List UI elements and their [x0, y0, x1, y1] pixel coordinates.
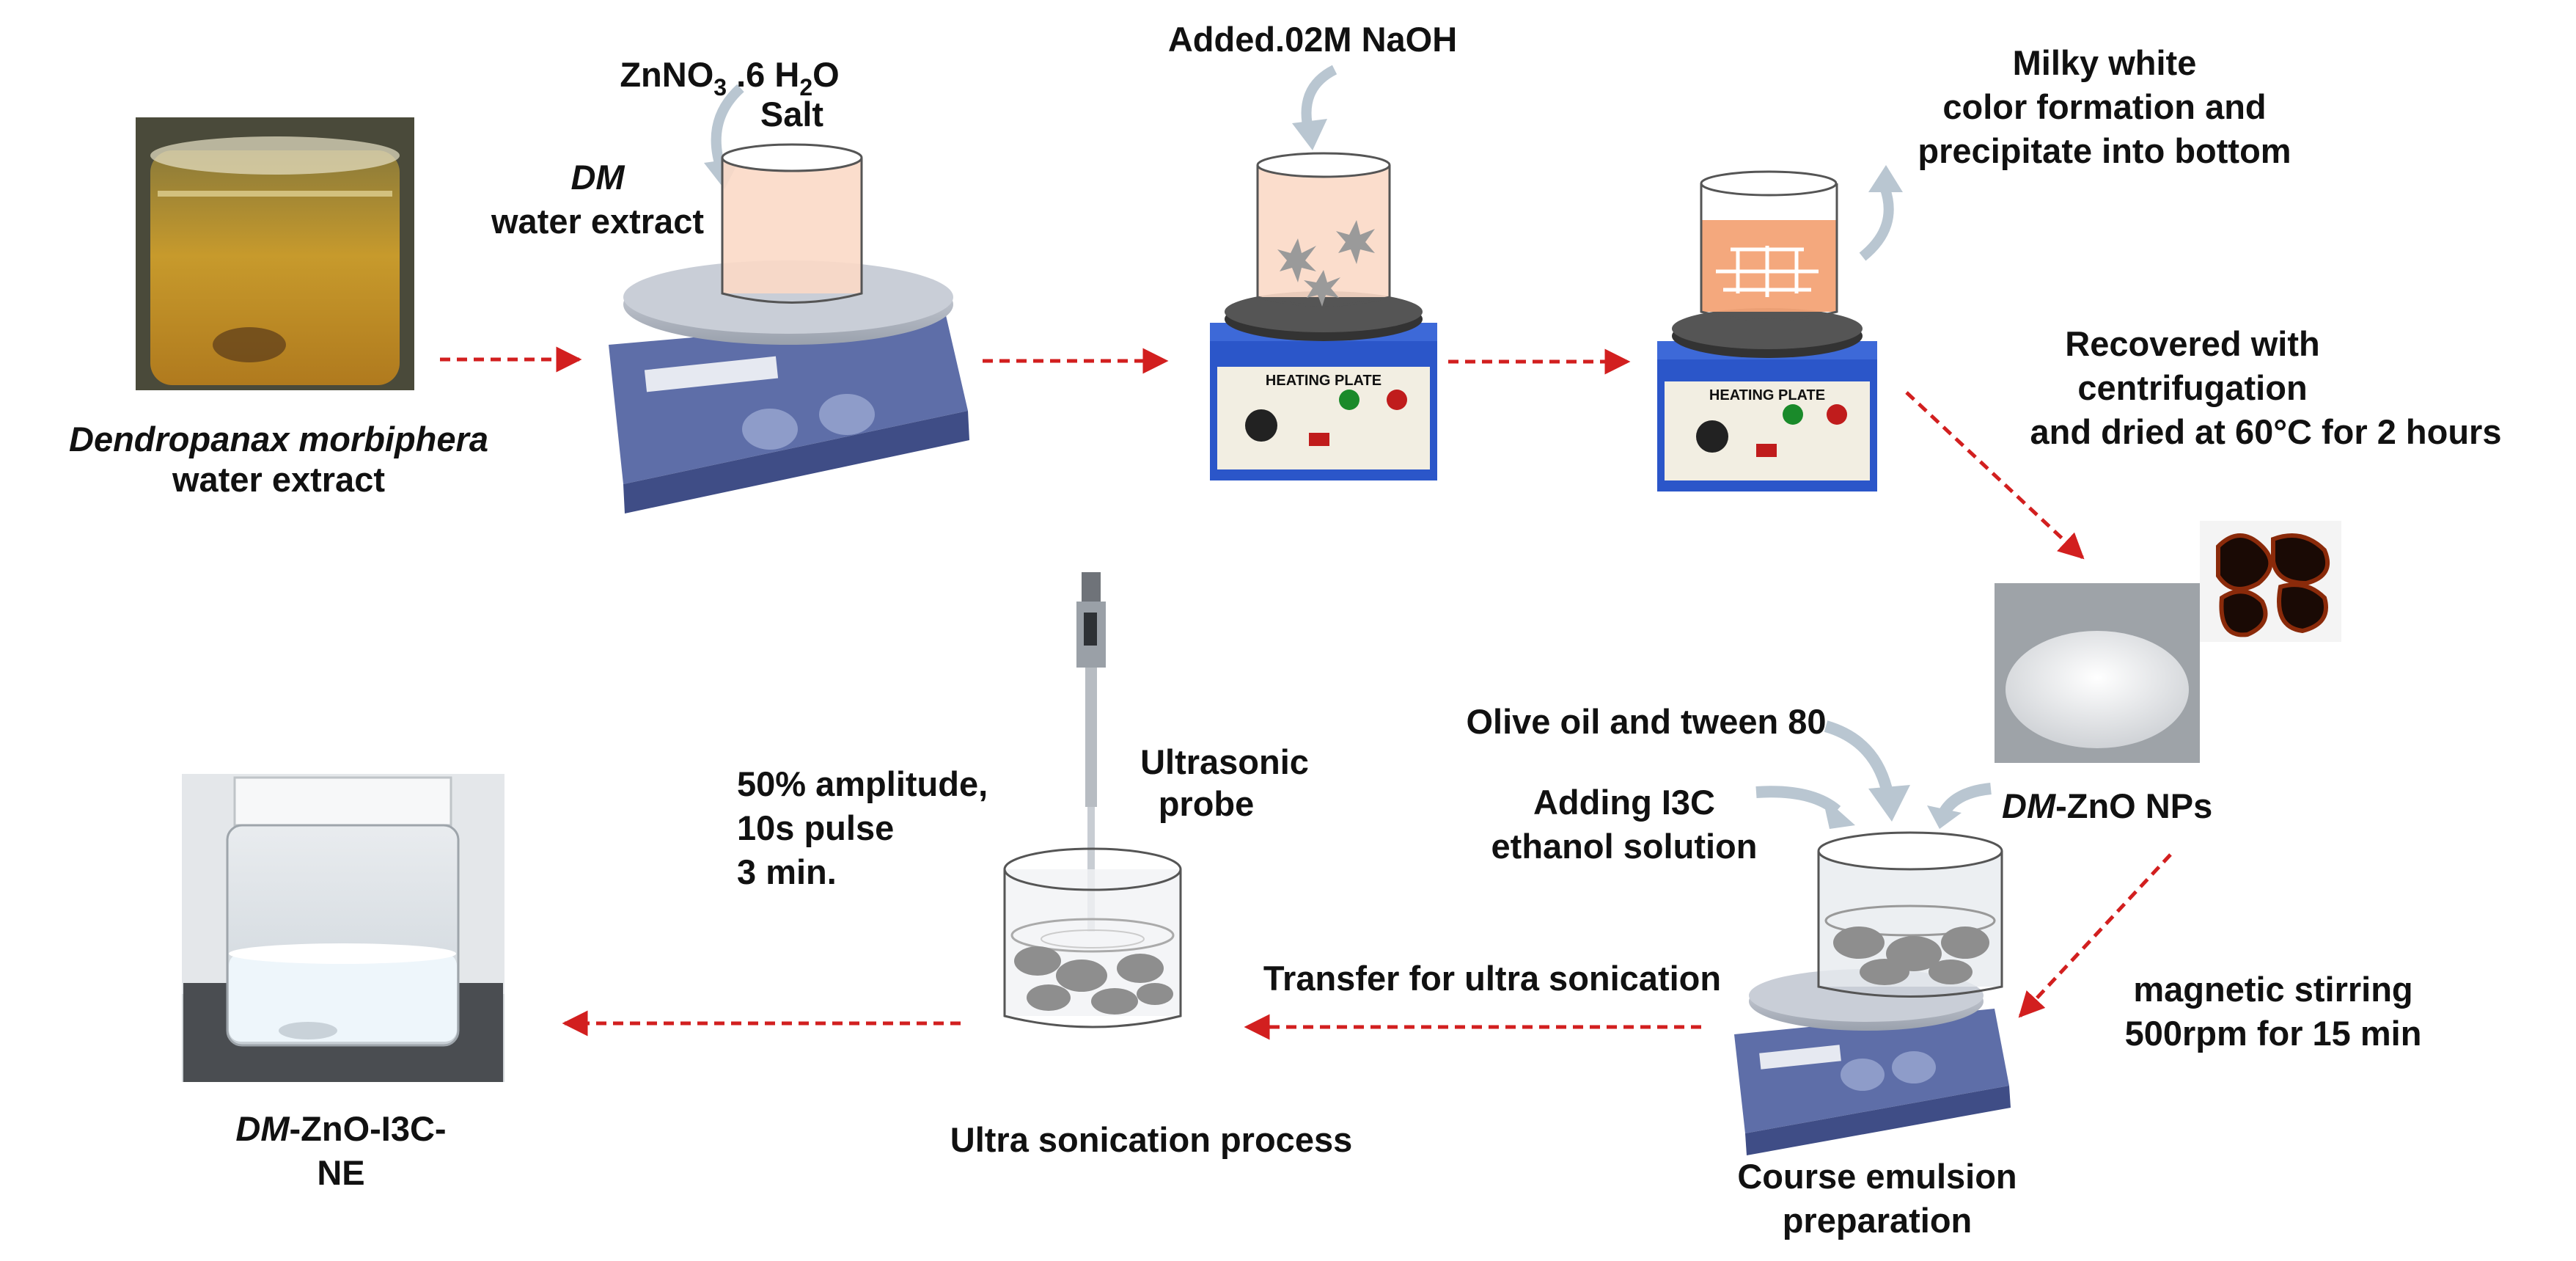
recovered-line1: Recovered with — [2065, 324, 2319, 363]
amplitude-line3: 3 min. — [737, 852, 837, 891]
milky-line2: color formation and — [1942, 87, 2266, 126]
species-label: Dendropanax morbiphera — [69, 420, 488, 458]
probe-line2: probe — [1159, 784, 1255, 823]
naoh-label: Added.02M NaOH — [1168, 20, 1457, 59]
naoh-curved-arrow-icon — [1292, 65, 1337, 150]
amplitude-line1: 50% amplitude, — [737, 764, 988, 803]
magnetic-stirrer-icon — [609, 260, 969, 513]
beaker-naoh — [1256, 152, 1391, 307]
zno-nps-label: DM-ZnO NPs — [2002, 786, 2212, 825]
sonication-beaker — [1003, 847, 1182, 1028]
probe-line1: Ultrasonic — [1140, 742, 1309, 781]
salt-formula-label: ZnNO3 .6 H2O — [620, 55, 839, 100]
heating-plate-icon: HEATING PLATE — [1210, 291, 1437, 480]
i3c-line2: ethanol solution — [1491, 827, 1758, 866]
product-label: DM-ZnO-I3C- — [235, 1109, 446, 1148]
flow-arrow-4 — [1905, 391, 2085, 560]
beaker-precipitate — [1700, 170, 1838, 321]
transfer-label: Transfer for ultra sonication — [1263, 959, 1721, 998]
heating-plate-2-icon: HEATING PLATE — [1657, 308, 1877, 491]
beaker-emulsion — [1817, 831, 2003, 998]
sonication-caption: Ultra sonication process — [950, 1120, 1353, 1159]
zno-powder-photo — [1995, 583, 2200, 763]
stirring-line2: 500rpm for 15 min — [2125, 1014, 2422, 1053]
heating-plate-text: HEATING PLATE — [1266, 373, 1381, 389]
nps-curved-arrow-icon — [1927, 783, 1992, 829]
magnetic-stirrer-2-icon — [1734, 969, 2011, 1155]
olive-oil-label: Olive oil and tween 80 — [1466, 702, 1826, 741]
dm-water-extract-label: water extract — [491, 202, 704, 241]
sem-image-photo — [2200, 521, 2341, 642]
recovered-line2: centrifugation — [2077, 368, 2307, 407]
emulsion-caption-line2: preparation — [1783, 1201, 1973, 1240]
heating-plate-2-text: HEATING PLATE — [1709, 387, 1825, 403]
milky-line1: Milky white — [2013, 43, 2197, 82]
dm-label: DM — [570, 158, 625, 197]
species-suffix-label: water extract — [172, 460, 385, 499]
salt-word-label: Salt — [760, 95, 824, 134]
nanoemulsion-vial-photo — [182, 774, 504, 1082]
beaker-extract — [721, 143, 863, 304]
milky-curved-arrow-icon — [1859, 165, 1903, 261]
stirring-line1: magnetic stirring — [2133, 970, 2412, 1009]
amplitude-line2: 10s pulse — [737, 808, 894, 847]
recovered-line3: and dried at 60°C for 2 hours — [2030, 412, 2502, 451]
milky-line3: precipitate into bottom — [1918, 131, 2291, 170]
emulsion-caption-line1: Course emulsion — [1737, 1157, 2017, 1196]
olive-curved-arrow-icon — [1824, 720, 1910, 822]
product-label-line2: NE — [317, 1153, 364, 1192]
i3c-curved-arrow-icon — [1755, 786, 1855, 829]
extract-jar-photo — [136, 117, 414, 390]
i3c-line1: Adding I3C — [1533, 783, 1715, 822]
flow-arrow-5 — [2018, 853, 2172, 1018]
